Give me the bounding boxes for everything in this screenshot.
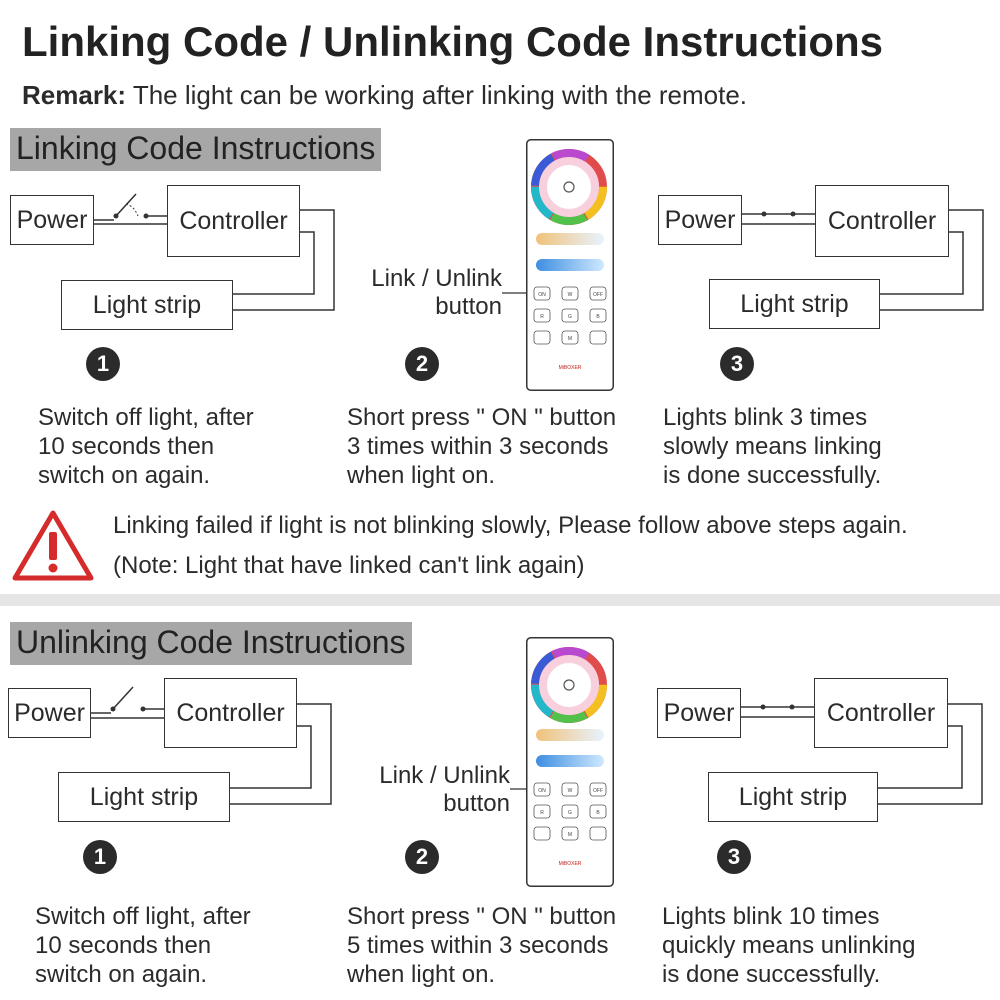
step-number-circle: 3 (717, 840, 751, 874)
remote-btn-g: G (568, 314, 572, 320)
link-button-label: Link / Unlink button (379, 762, 510, 817)
light-strip-box: Light strip (708, 772, 878, 822)
remark-text: The light can be working after linking w… (126, 80, 748, 110)
remark-label: Remark: (22, 80, 127, 110)
section-divider (0, 594, 1000, 606)
unlinking-step-2-text: Short press " ON " button 5 times within… (347, 903, 617, 988)
page-title: Linking Code / Unlinking Code Instructio… (22, 18, 883, 65)
remote-btn-m: M (568, 336, 572, 342)
unlinking-section-heading: Unlinking Code Instructions (10, 622, 412, 665)
remote-control-graphic: ON W OFF R G B M MiBOXER (526, 139, 614, 391)
controller-box: Controller (814, 678, 948, 748)
controller-box: Controller (164, 678, 297, 748)
remote-brand: MiBOXER (559, 861, 582, 867)
remote-btn-off: OFF (593, 788, 603, 794)
linking-step-2-text: Short press " ON " button 3 times within… (347, 404, 617, 489)
light-strip-box: Light strip (61, 280, 233, 330)
power-box: Power (657, 688, 741, 738)
link-button-label: Link / Unlink button (371, 265, 502, 320)
step-number-circle: 3 (720, 347, 754, 381)
power-box: Power (8, 688, 91, 738)
remote-brand: MiBOXER (559, 365, 582, 371)
warning-icon (12, 510, 94, 581)
remote-btn-r: R (540, 314, 544, 320)
remote-btn-g: G (568, 810, 572, 816)
step-number-circle: 2 (405, 840, 439, 874)
remark: Remark: The light can be working after l… (22, 80, 747, 111)
linking-step-1-text: Switch off light, after 10 seconds then … (38, 404, 254, 489)
light-strip-box: Light strip (709, 279, 880, 329)
remote-btn-on: ON (538, 788, 546, 794)
remote-btn-r: R (540, 810, 544, 816)
unlinking-step-1-text: Switch off light, after 10 seconds then … (35, 903, 251, 988)
unlinking-step-3-text: Lights blink 10 times quickly means unli… (662, 903, 916, 988)
linking-section-heading: Linking Code Instructions (10, 128, 382, 171)
power-box: Power (10, 195, 94, 245)
remote-btn-w: W (568, 292, 573, 298)
power-box: Power (658, 195, 742, 245)
warning-line-2: (Note: Light that have linked can't link… (113, 552, 585, 579)
remote-btn-on: ON (538, 292, 546, 298)
step-number-circle: 1 (83, 840, 117, 874)
controller-box: Controller (167, 185, 300, 257)
remote-control: ON W OFF R G B M MiBOXER (526, 139, 614, 391)
remote-btn-off: OFF (593, 292, 603, 298)
remote-btn-b: B (596, 314, 600, 320)
step-number-circle: 1 (86, 347, 120, 381)
remote-btn-m: M (568, 832, 572, 838)
controller-box: Controller (815, 185, 949, 257)
remote-control-graphic: ON W OFF R G B M MiBOXER (526, 637, 614, 887)
remote-btn-b: B (596, 810, 600, 816)
remote-control: ON W OFF R G B M MiBOXER (526, 637, 614, 887)
warning-line-1: Linking failed if light is not blinking … (113, 512, 908, 539)
light-strip-box: Light strip (58, 772, 230, 822)
linking-step-3-text: Lights blink 3 times slowly means linkin… (663, 404, 882, 489)
remote-btn-w: W (568, 788, 573, 794)
step-number-circle: 2 (405, 347, 439, 381)
